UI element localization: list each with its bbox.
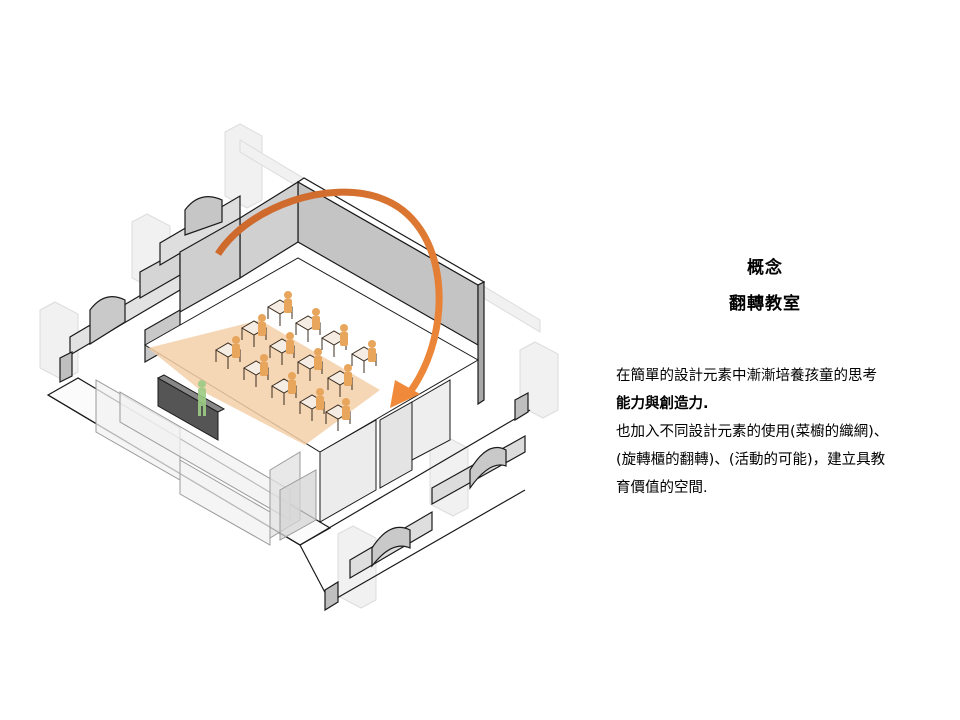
student-figure	[312, 308, 320, 330]
student-figure	[232, 336, 240, 358]
right-side-panels	[319, 379, 451, 523]
student-figure	[368, 340, 376, 362]
classroom-isometric-illustration	[39, 123, 559, 612]
student-figure	[340, 324, 348, 346]
concept-heading: 概念	[747, 258, 783, 278]
concept-description: 在簡單的設計元素中漸漸培養孩童的思考 能力與創造力. 也加入不同設計元素的使用(…	[616, 362, 936, 502]
student-desks	[215, 291, 377, 431]
student-figure	[344, 364, 352, 386]
concept-title-block: 概念 翻轉教室	[700, 250, 830, 322]
student-figure	[284, 291, 292, 313]
description-line: 也加入不同設計元素的使用(菜櫥的織網)、	[616, 424, 889, 440]
front-cabinets	[95, 379, 317, 546]
description-line: 能力與創造力.	[616, 396, 709, 412]
teacher-figure	[198, 380, 206, 416]
description-line: (旋轉櫃的翻轉)、(活動的可能)，建立具教	[616, 452, 886, 468]
concept-subheading: 翻轉教室	[729, 294, 801, 314]
student-figure	[286, 332, 294, 354]
description-line: 在簡單的設計元素中漸漸培養孩童的思考	[616, 368, 877, 384]
student-figure	[314, 348, 322, 370]
student-figure	[342, 398, 350, 420]
student-figure	[288, 372, 296, 394]
rotation-arrow-icon	[215, 188, 443, 408]
arched-parapet-bottom-right	[324, 391, 529, 612]
student-figure	[258, 314, 266, 336]
student-figure	[260, 354, 268, 376]
view-cone	[148, 320, 380, 445]
student-figures	[232, 291, 376, 420]
description-line: 育價值的空間.	[616, 480, 708, 496]
student-figure	[316, 388, 324, 410]
